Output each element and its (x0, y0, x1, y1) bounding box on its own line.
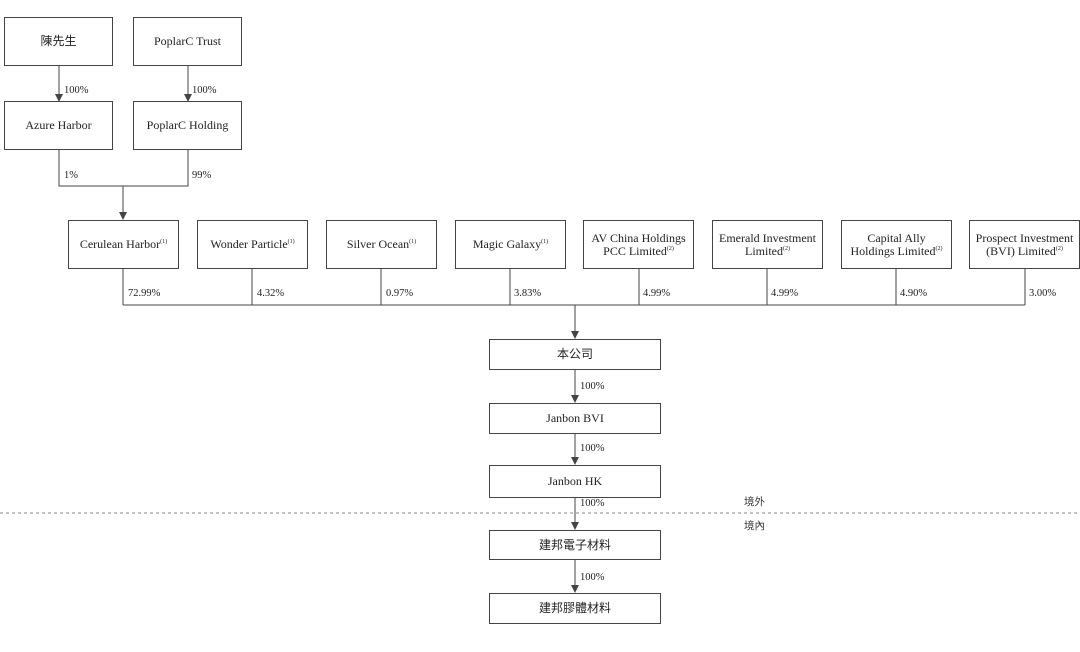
shareholder-pct: 0.97% (386, 288, 414, 299)
shareholder-pct: 4.99% (643, 288, 671, 299)
poplarc-trust-label: PoplarC Trust (153, 34, 222, 48)
shareholder-pct: 4.90% (900, 288, 928, 299)
poplarc-holding-box: PoplarC Holding (133, 101, 242, 150)
pct-trust-to-holding: 100% (192, 85, 217, 96)
shareholder-label: Prospect Investment (BVI) Limited (975, 230, 1074, 258)
company-box: 本公司 (489, 339, 661, 370)
connector-holdings-to-cerulean (58, 149, 189, 187)
colloid-materials-label: 建邦膠體材料 (538, 601, 611, 615)
footnote-marker: (2) (1055, 245, 1063, 252)
shareholder-pct: 4.99% (771, 288, 799, 299)
shareholder-label: Wonder Particle (210, 237, 288, 251)
shareholder-label: Emerald Investment Limited (719, 230, 816, 258)
janbon-hk-label: Janbon HK (547, 474, 603, 488)
footnote-marker: (1) (160, 239, 168, 245)
shareholder-label: Cerulean Harbor (79, 237, 161, 251)
shareholder-box: Wonder Particle(1) (197, 220, 308, 269)
azure-harbor-label: Azure Harbor (25, 118, 92, 132)
shareholder-box: AV China Holdings PCC Limited(2) (583, 220, 694, 269)
shareholder-pct: 3.00% (1029, 288, 1057, 299)
pct-poplarc-to-cerulean: 99% (192, 170, 212, 181)
pct-bvi-to-hk: 100% (580, 443, 605, 454)
electronic-materials-label: 建邦電子材料 (538, 537, 611, 552)
footnote-marker: (2) (666, 245, 674, 252)
janbon-bvi-box: Janbon BVI (489, 403, 661, 434)
footnote-marker: (2) (783, 245, 790, 252)
shareholder-label: Capital Ally Holdings Limited (850, 230, 936, 258)
shareholder-box: Cerulean Harbor(1) (68, 220, 179, 269)
pct-company-to-bvi: 100% (580, 381, 605, 392)
shareholder-box: Prospect Investment (BVI) Limited(2) (969, 220, 1080, 269)
owner-chen-box: 陳先生 (4, 17, 113, 66)
pct-electronic-to-colloid: 100% (580, 572, 605, 583)
shareholder-box: Magic Galaxy(1) (455, 220, 566, 269)
shareholder-label: Magic Galaxy (472, 237, 542, 251)
footnote-marker: (2) (935, 245, 943, 252)
azure-harbor-box: Azure Harbor (4, 101, 113, 150)
shareholder-box: Silver Ocean(1) (326, 220, 437, 269)
shareholder-label: AV China Holdings PCC Limited (591, 230, 686, 258)
owner-chen-label: 陳先生 (40, 34, 77, 48)
pct-chen-to-azure: 100% (64, 85, 89, 96)
shareholder-box: Emerald Investment Limited(2) (712, 220, 823, 269)
shareholder-pct: 72.99% (128, 288, 161, 299)
poplarc-holding-label: PoplarC Holding (146, 118, 229, 132)
janbon-bvi-label: Janbon BVI (546, 411, 604, 425)
shareholder-pct: 4.32% (257, 288, 285, 299)
company-label: 本公司 (556, 347, 593, 361)
shareholder-pct: 3.83% (514, 288, 542, 299)
poplarc-trust-box: PoplarC Trust (133, 17, 242, 66)
janbon-hk-box: Janbon HK (489, 465, 661, 498)
electronic-materials-box: 建邦電子材料 (489, 530, 661, 560)
footnote-marker: (1) (287, 239, 295, 245)
shareholder-label: Silver Ocean (346, 237, 410, 251)
offshore-label: 境外 (744, 497, 765, 508)
colloid-materials-box: 建邦膠體材料 (489, 593, 661, 624)
pct-hk-to-electronic: 100% (580, 498, 605, 509)
footnote-marker: (1) (541, 239, 549, 245)
shareholder-box: Capital Ally Holdings Limited(2) (841, 220, 952, 269)
onshore-label: 境內 (744, 521, 765, 532)
footnote-marker: (1) (409, 239, 417, 245)
pct-azure-to-cerulean: 1% (64, 170, 78, 181)
